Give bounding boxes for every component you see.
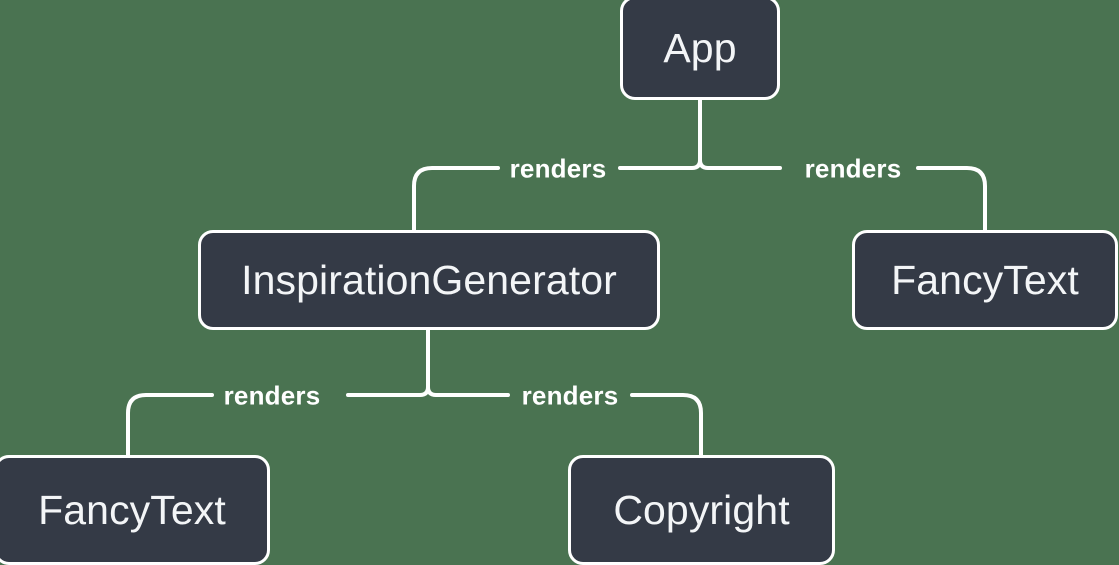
- edge-fancytext-left-horizontal: [126, 393, 214, 457]
- edge-label-inspiration-to-fancytext-left: renders: [223, 380, 321, 411]
- node-inspiration-generator[interactable]: InspirationGenerator: [198, 230, 660, 330]
- edge-inspiration-horizontal: [412, 166, 500, 232]
- node-copyright[interactable]: Copyright: [568, 455, 835, 565]
- edge-fancytext-right-horizontal: [916, 166, 987, 232]
- edge-inspiration-to-fancytext-left: [346, 385, 430, 397]
- edge-label-app-to-fancytext-right: renders: [804, 153, 902, 184]
- edge-label-app-to-inspiration: renders: [509, 153, 607, 184]
- edge-inspiration-to-copyright: [426, 385, 510, 397]
- edge-app-to-inspiration: [618, 158, 702, 170]
- node-fancytext-left[interactable]: FancyText: [0, 455, 270, 565]
- node-fancytext-right[interactable]: FancyText: [852, 230, 1118, 330]
- node-app[interactable]: App: [620, 0, 780, 100]
- edge-app-to-fancytext-right: [698, 158, 782, 170]
- edge-label-inspiration-to-copyright: renders: [521, 380, 619, 411]
- edge-copyright-horizontal: [630, 393, 703, 457]
